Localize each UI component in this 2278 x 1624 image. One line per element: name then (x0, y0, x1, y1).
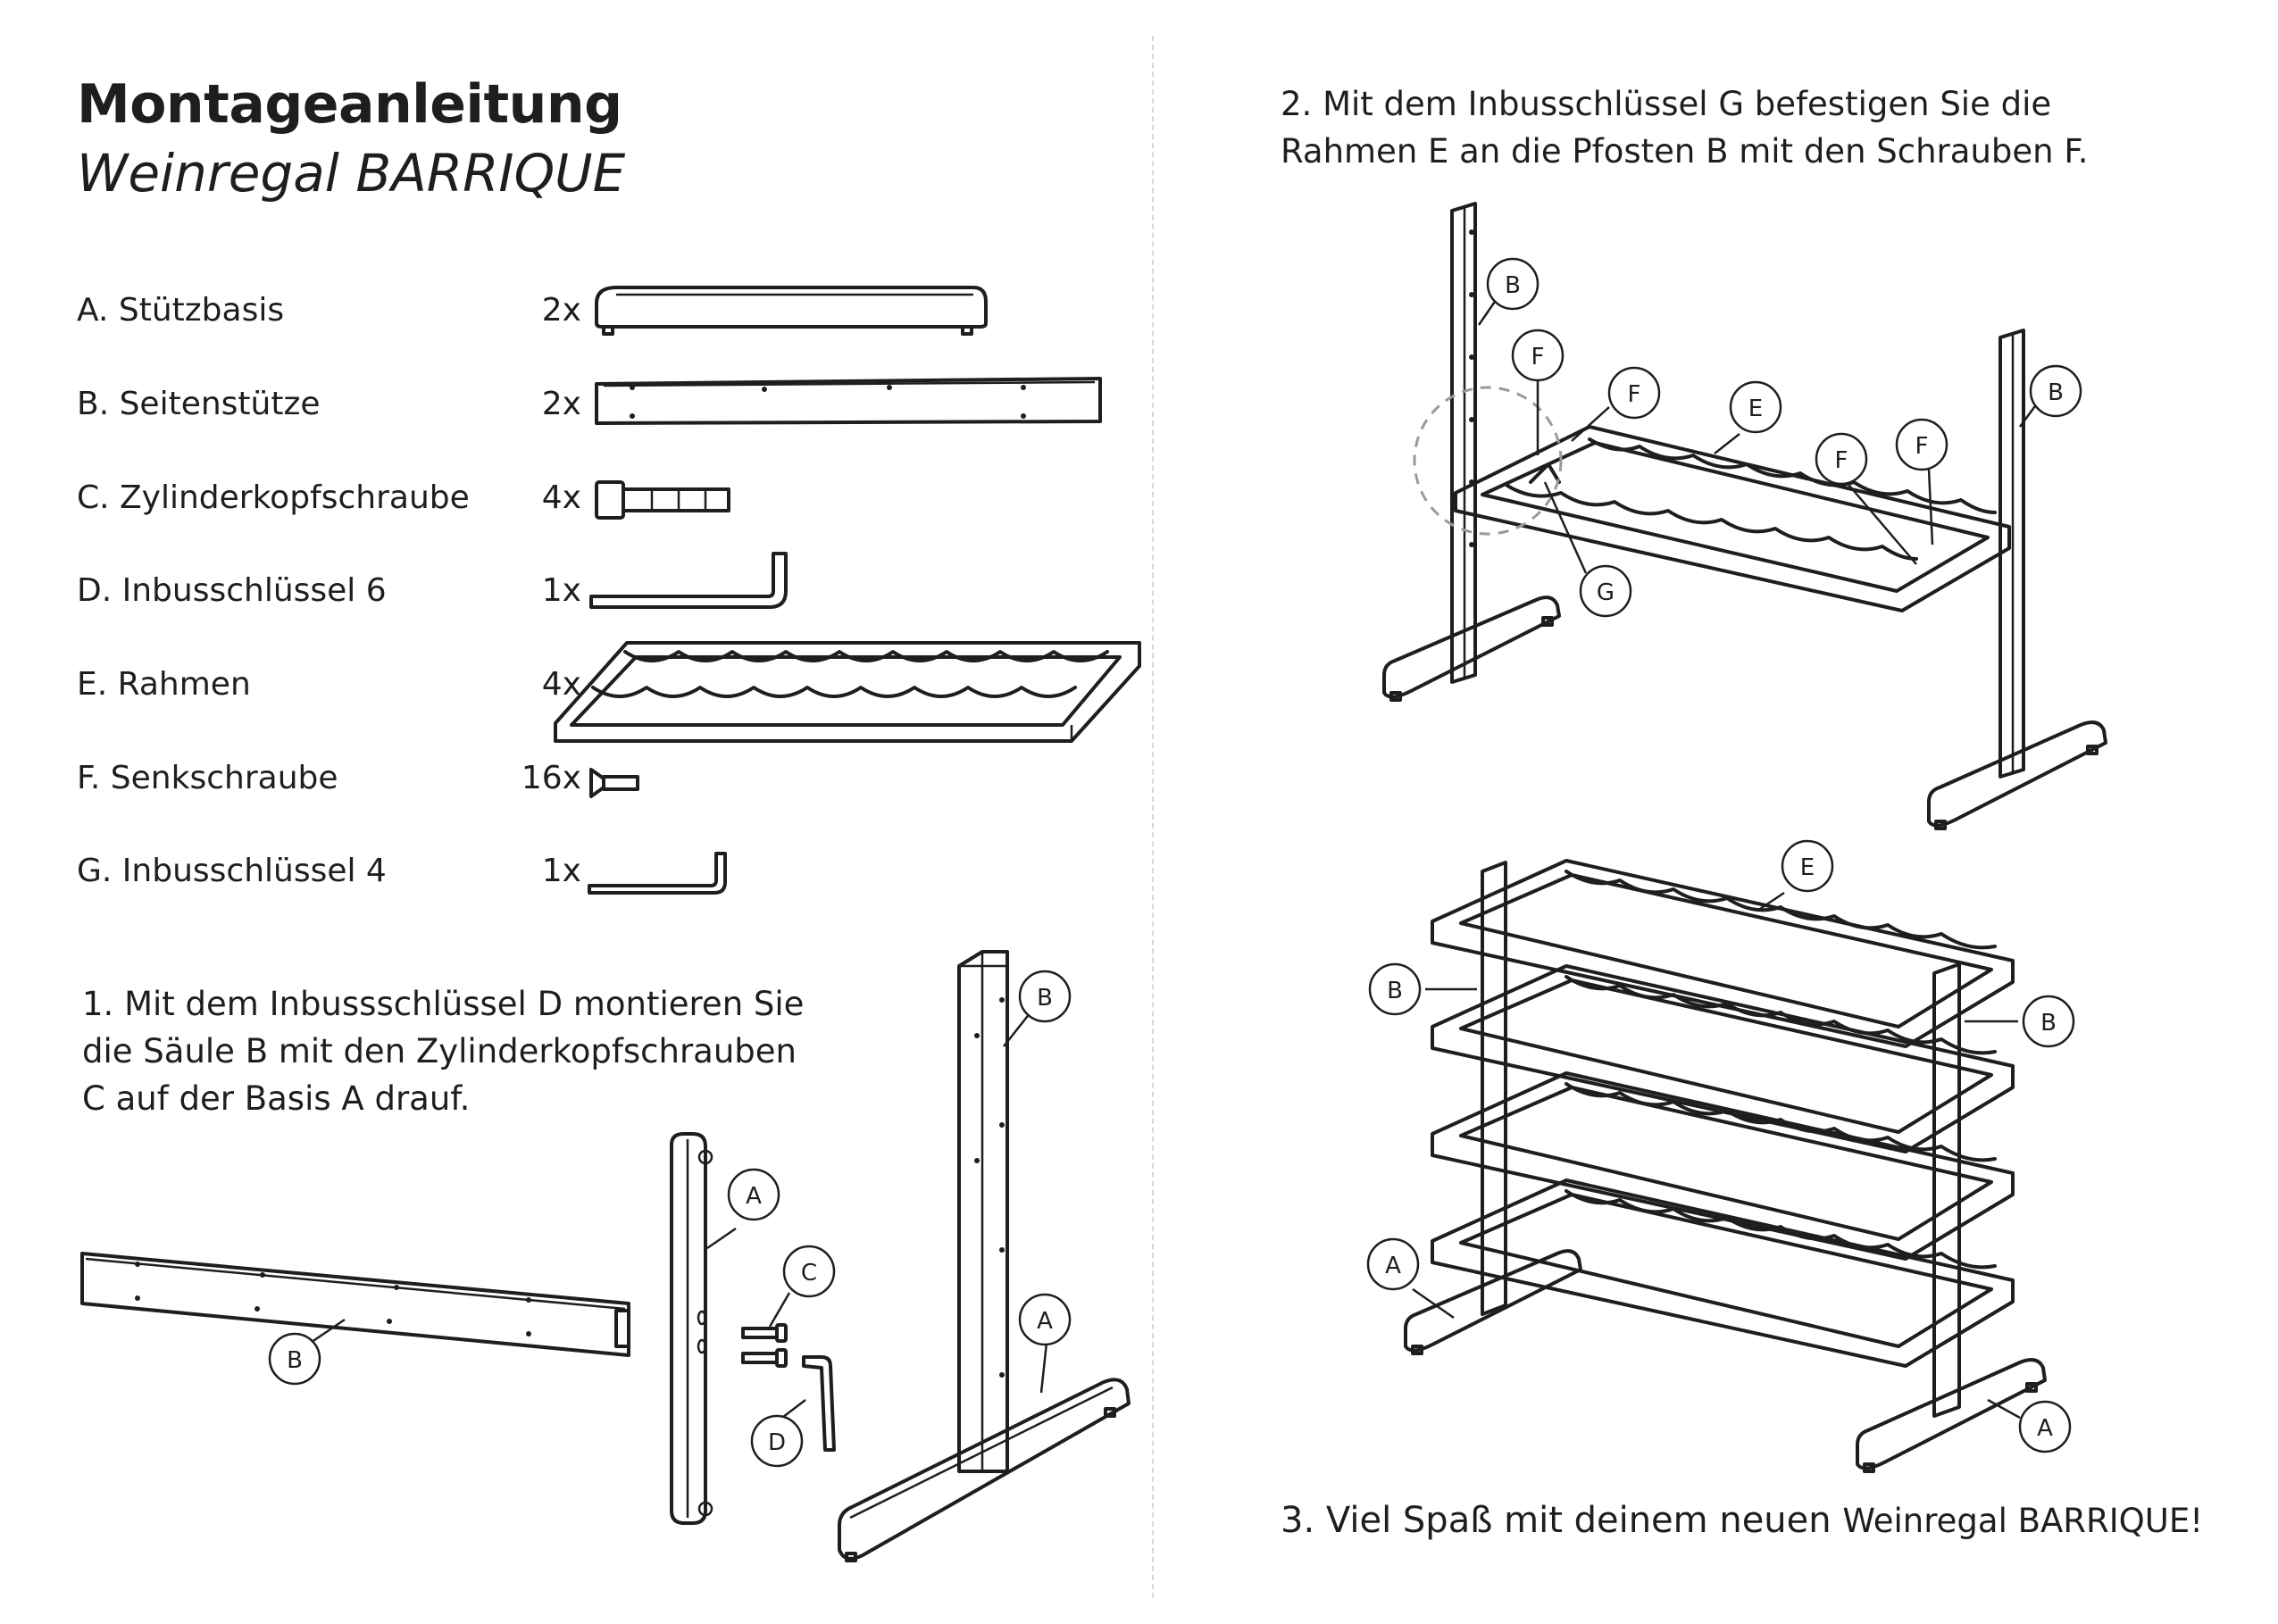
step3-label: 3. Viel Spaß mit deinem neuen (1281, 1500, 1832, 1541)
side-post-icon (595, 377, 1102, 425)
callout-f-step2-2: F (1607, 366, 1661, 420)
callout-label: B (1387, 978, 1403, 1004)
callout-label: A (1037, 1308, 1053, 1335)
part-qty: 4x (541, 666, 581, 703)
detail-circle (1413, 386, 1563, 536)
cap-screw-icon (595, 480, 730, 520)
part-qty: 2x (541, 292, 581, 329)
callout-label: F (1915, 433, 1929, 460)
page-divider (1152, 36, 1154, 1598)
callout-b-step1-left: B (268, 1332, 321, 1386)
part-row-g: G. Inbusschlüssel 4 1x (77, 853, 581, 906)
part-qty: 1x (541, 853, 581, 889)
callout-label: F (1531, 344, 1545, 371)
callout-f-step2-4: F (1895, 418, 1948, 471)
callout-a-step1-base: A (727, 1168, 780, 1221)
callout-g-step2: G (1579, 564, 1632, 618)
step2-frame (1454, 425, 2011, 612)
callout-e-step3: E (1781, 839, 1834, 893)
part-name: F. Senkschraube (77, 760, 338, 796)
step2-line: 2. Mit dem Inbusschlüssel G befestigen S… (1281, 85, 2052, 123)
step2-text: 2. Mit dem Inbusschlüssel G befestigen S… (1281, 80, 2088, 175)
hex-key-large-icon (589, 552, 788, 609)
step3-text: 3. Viel Spaß mit deinem neuen Weinregal … (1281, 1500, 2203, 1541)
step3-rack (1404, 859, 2047, 1473)
callout-label: A (746, 1183, 762, 1210)
part-row-b: B. Seitenstütze 2x (77, 386, 581, 439)
countersunk-screw-icon (589, 768, 639, 798)
part-qty: 2x (541, 386, 581, 422)
step3-brand: Weinregal BARRIQUE! (1842, 1502, 2204, 1540)
callout-a-step3-left: A (1366, 1237, 1420, 1291)
step1-line: 1. Mit dem Inbussschlüssel D montieren S… (82, 985, 805, 1023)
callout-f-step2-3: F (1815, 432, 1868, 486)
hex-key-small-icon (588, 852, 727, 895)
callout-b-step2-left: B (1486, 257, 1540, 311)
part-row-c: C. Zylinderkopfschraube 4x (77, 479, 581, 533)
callout-label: A (2037, 1415, 2053, 1442)
callout-label: B (1505, 272, 1521, 299)
callout-leaders (294, 296, 2041, 1429)
part-name: G. Inbusschlüssel 4 (77, 853, 387, 889)
part-row-d: D. Inbusschlüssel 6 1x (77, 572, 581, 626)
callout-label: B (2048, 379, 2064, 406)
part-qty: 1x (541, 572, 581, 609)
part-row-f: F. Senkschraube 16x (77, 760, 581, 813)
callout-label: G (1597, 579, 1615, 606)
callout-label: B (287, 1347, 303, 1374)
part-name: B. Seitenstütze (77, 386, 321, 422)
page-title: Montageanleitung (77, 73, 622, 136)
callout-b-step3-right: B (2022, 995, 2075, 1048)
callout-label: C (801, 1260, 817, 1287)
callout-b-step1-right: B (1018, 970, 1072, 1023)
callout-b-step2-right: B (2029, 364, 2082, 418)
step1-base-vertical (670, 1132, 713, 1525)
callout-label: F (1835, 447, 1848, 474)
step2-right-post (1927, 329, 2107, 830)
part-name: C. Zylinderkopfschraube (77, 479, 470, 516)
callout-a-step1-right: A (1018, 1293, 1072, 1346)
callout-d-step1: D (750, 1414, 804, 1468)
callout-b-step3-left: B (1368, 962, 1422, 1016)
step1-hex-key (802, 1355, 836, 1452)
callout-e-step2: E (1729, 380, 1782, 434)
support-base-icon (595, 286, 988, 336)
part-row-e: E. Rahmen 4x (77, 666, 581, 720)
callout-c-step1: C (782, 1245, 836, 1298)
part-name: E. Rahmen (77, 666, 251, 703)
step1-line: C auf der Basis A drauf. (82, 1079, 471, 1118)
callout-label: A (1385, 1253, 1401, 1279)
callout-label: D (768, 1429, 786, 1456)
callout-label: E (1800, 854, 1815, 881)
part-qty: 4x (541, 479, 581, 516)
part-qty: 16x (521, 760, 581, 796)
step1-assembly (838, 950, 1131, 1562)
part-row-a: A. Stützbasis 2x (77, 292, 581, 346)
step1-text: 1. Mit dem Inbussschlüssel D montieren S… (82, 980, 804, 1122)
callout-label: B (2040, 1010, 2057, 1037)
frame-icon (554, 641, 1141, 743)
callout-a-step3-right: A (2018, 1400, 2072, 1453)
callout-label: F (1628, 381, 1641, 408)
callout-label: E (1748, 396, 1763, 422)
part-name: A. Stützbasis (77, 292, 285, 329)
callout-label: B (1037, 985, 1053, 1012)
callout-f-step2-1: F (1511, 329, 1565, 382)
step2-line: Rahmen E an die Pfosten B mit den Schrau… (1281, 132, 2089, 171)
part-name: D. Inbusschlüssel 6 (77, 572, 387, 609)
step1-screws (741, 1323, 788, 1368)
page-subtitle: Weinregal BARRIQUE (77, 143, 626, 204)
step1-line: die Säule B mit den Zylinderkopfschraube… (82, 1032, 797, 1070)
step1-post-horizontal (80, 1252, 630, 1357)
